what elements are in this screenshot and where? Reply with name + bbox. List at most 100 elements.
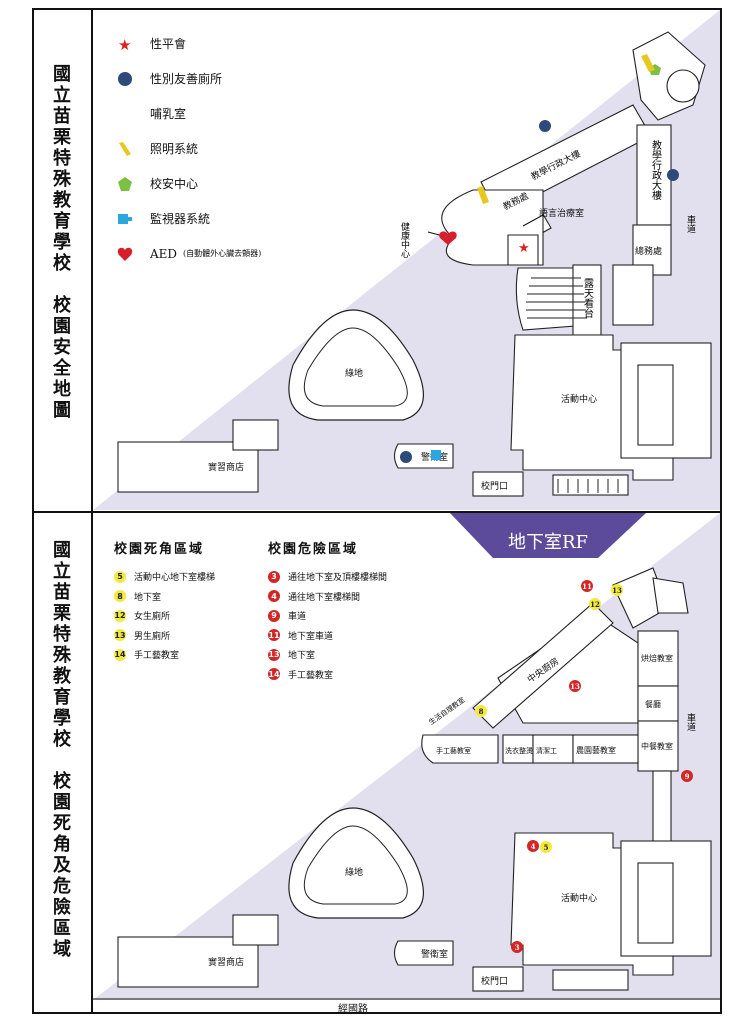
- title-char: 殊: [53, 169, 71, 190]
- title-char: 校: [53, 295, 71, 316]
- practice-shop-wing: [232, 914, 279, 946]
- zone-title: 校園危險區域: [268, 542, 359, 557]
- practice-shop-label: 實習商店: [208, 956, 244, 968]
- marker-8: [475, 705, 487, 717]
- road-label: 車道: [685, 214, 696, 234]
- laundry-block: [502, 734, 534, 764]
- aed-heart-icon: [114, 243, 136, 265]
- title-char: 立: [53, 85, 71, 106]
- handicraft-block: [421, 734, 499, 764]
- title-char: [59, 750, 65, 771]
- stand-side-block: [612, 264, 654, 326]
- legend-label: 性別友善廁所: [150, 72, 223, 86]
- practice-shop-label: 實習商店: [208, 461, 244, 473]
- gender-friendly-toilet-icon: [114, 68, 136, 90]
- svg-text:12: 12: [590, 600, 600, 609]
- zone-number-badge: 13: [268, 648, 280, 661]
- marker-4: [527, 840, 539, 852]
- toilet-marker-1: [539, 120, 551, 132]
- title-char: 全: [53, 358, 71, 379]
- title-char: 國: [53, 540, 71, 561]
- general-affairs-label: 總務處: [635, 245, 662, 257]
- marker-13-mid: [569, 680, 581, 692]
- guard-room-block: [393, 940, 454, 966]
- marker-13-top: [611, 584, 623, 596]
- zone-number-badge: 5: [114, 570, 126, 583]
- zone-number-badge: 14: [114, 648, 126, 661]
- legend-label: 性平會: [150, 37, 187, 51]
- school-gate-label: 校門口: [481, 480, 508, 492]
- title-char: [59, 274, 65, 295]
- green-area-inner: [303, 825, 408, 905]
- svg-text:13: 13: [612, 586, 622, 595]
- legend-item: 監視器系統: [114, 201, 261, 236]
- zone-label: 手工藝教室: [288, 670, 334, 681]
- svg-text:★: ★: [118, 36, 131, 52]
- road-strip: [652, 770, 672, 852]
- zone-number-badge: 4: [268, 590, 280, 603]
- nursing-room-icon: [114, 103, 136, 125]
- title-char: 安: [53, 337, 71, 358]
- northeast-stair: [652, 577, 689, 614]
- marker-5: [540, 841, 552, 853]
- campus-hazard-map: 地下室RF 中央廚房 生活自理教室 手工藝教室 洗衣整燙 清潔工 農園藝教室 烘…: [93, 513, 720, 1000]
- practice-shop-wing: [232, 419, 279, 451]
- stand-core: [572, 264, 602, 336]
- green-area-inner: [303, 327, 408, 407]
- handicraft-label: 手工藝教室: [436, 746, 471, 755]
- health-center-label: 健康中心: [399, 221, 410, 258]
- kitchen-diagonal-wing: [472, 602, 614, 729]
- zone-label: 手工藝教室: [134, 651, 180, 662]
- title-char: 育: [53, 687, 71, 708]
- zone-item: 14 手工藝教室: [268, 665, 387, 685]
- title-char: 苗: [53, 106, 71, 127]
- top-vertical-title: 國立苗栗特殊教育學校 校園安全地圖: [42, 64, 82, 421]
- zone-label: 車道: [288, 612, 307, 623]
- east-court-inner: [637, 862, 674, 944]
- zone-number-badge: 9: [268, 609, 280, 622]
- title-char: 特: [53, 148, 71, 169]
- lighting-icon: [114, 138, 136, 160]
- zone-number-badge: 8: [114, 590, 126, 603]
- legend-label: 照明系統: [150, 142, 199, 156]
- title-char: 危: [53, 876, 71, 897]
- activity-center-label: 活動中心: [561, 892, 597, 904]
- zone-item: 5 活動中心地下室樓梯: [114, 567, 215, 587]
- baking-label: 烘焙教室: [641, 653, 673, 663]
- aed-marker: [439, 231, 457, 245]
- title-char: 栗: [53, 603, 71, 624]
- legend-label: AED: [150, 246, 178, 261]
- admin-building-vertical-label: 教學行政大樓: [650, 139, 662, 201]
- legend-item: ★ 性平會: [114, 26, 261, 61]
- street-label: 經國路: [338, 1004, 368, 1015]
- zone-label: 女生廁所: [134, 612, 171, 623]
- zone-number-badge: 14: [268, 668, 280, 681]
- title-char: 校: [53, 771, 71, 792]
- title-char: 特: [53, 624, 71, 645]
- legend-item: 性別友善廁所: [114, 61, 261, 96]
- legend-note: (自動體外心臟去顫器): [183, 249, 262, 258]
- campus-safety-map: 教務處 教學行政大樓 總務處 語言治療室 活動中心 綠地 實習商店 警衛室 校門…: [93, 10, 720, 510]
- zone-label: 活動中心地下室樓梯: [134, 573, 216, 584]
- title-char: 國: [53, 64, 71, 85]
- school-gate-label: 校門口: [481, 975, 508, 987]
- title-char: 域: [53, 939, 71, 960]
- laundry-label: 洗衣整燙: [505, 746, 533, 755]
- svg-text:3: 3: [515, 943, 520, 952]
- title-char: 園: [53, 316, 71, 337]
- svg-text:9: 9: [685, 772, 690, 781]
- bottom-vertical-title: 國立苗栗特殊教育學校 校園死角及危險區域: [42, 540, 82, 960]
- marker-3: [511, 941, 523, 953]
- star-marker: ★: [518, 241, 530, 256]
- green-label: 綠地: [345, 367, 363, 379]
- zone-number-badge: 3: [268, 570, 280, 583]
- speech-therapy-label: 語言治療室: [539, 207, 584, 219]
- title-char: 栗: [53, 127, 71, 148]
- cctv-icon: [114, 208, 136, 230]
- cleaning-label: 清潔工: [536, 746, 557, 755]
- title-char: 立: [53, 561, 71, 582]
